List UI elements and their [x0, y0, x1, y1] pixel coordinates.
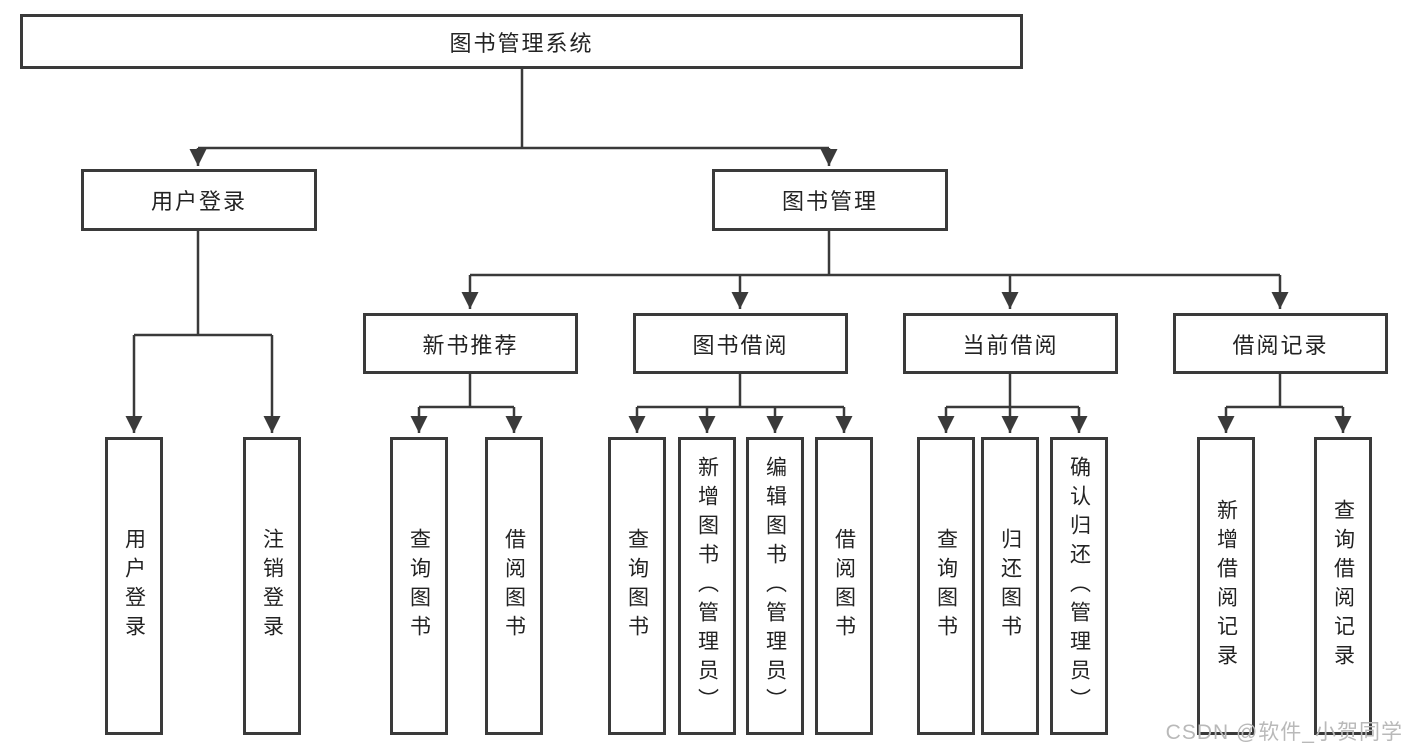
node-root-library-system: 图书管理系统 [20, 14, 1023, 69]
leaf-query-books-current: 查询图书 [917, 437, 975, 735]
leaf-query-borrow-record: 查询借阅记录 [1314, 437, 1372, 735]
tree-arrowheads [125, 148, 1352, 433]
leaf-query-books-recommend: 查询图书 [390, 437, 448, 735]
csdn-watermark: CSDN @软件_小贺同学 [1165, 721, 1403, 744]
node-user-login: 用户登录 [81, 169, 317, 231]
leaf-logout: 注销登录 [243, 437, 301, 735]
leaf-edit-books-admin: 编辑图书（管理员） [746, 437, 804, 735]
node-current-borrowing: 当前借阅 [903, 313, 1118, 374]
leaf-add-books-admin: 新增图书（管理员） [678, 437, 736, 735]
leaf-borrow-books: 借阅图书 [815, 437, 873, 735]
node-new-book-recommend: 新书推荐 [363, 313, 578, 374]
node-book-borrowing: 图书借阅 [633, 313, 848, 374]
leaf-add-borrow-record: 新增借阅记录 [1197, 437, 1255, 735]
leaf-borrow-books-recommend: 借阅图书 [485, 437, 543, 735]
leaf-query-books-borrowing: 查询图书 [608, 437, 666, 735]
tree-branch-lines [134, 68, 1343, 409]
leaf-user-login: 用户登录 [105, 437, 163, 735]
node-book-management: 图书管理 [712, 169, 948, 231]
node-borrow-records: 借阅记录 [1173, 313, 1388, 374]
leaf-return-books: 归还图书 [981, 437, 1039, 735]
leaf-confirm-return-admin: 确认归还（管理员） [1050, 437, 1108, 735]
